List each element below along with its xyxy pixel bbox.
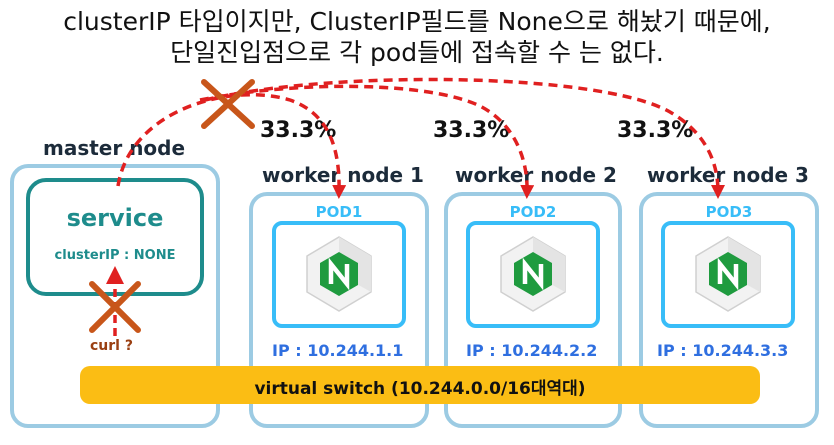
curl-label: curl ? [90, 338, 133, 354]
nginx-icon-3 [696, 237, 760, 311]
master-node-label: master node [43, 136, 186, 160]
virtual-switch: virtual switch (10.244.0.0/16대역대) [80, 366, 760, 404]
title-line-2: 단일진입점으로 각 pod들에 접속할 수 는 없다. [170, 38, 664, 67]
nginx-icon-2 [501, 237, 565, 311]
worker-node-2-label: worker node 2 [455, 163, 617, 187]
x-mark-icon-bottom [89, 281, 141, 333]
title-line-1: clusterIP 타입이지만, ClusterIP필드를 None으로 해놨기… [63, 7, 771, 36]
arrow-to-pod-1 [116, 92, 347, 199]
pod-2-label: POD2 [509, 203, 557, 221]
pod-2-ip: IP : 10.244.2.2 [466, 341, 598, 360]
share-3: 33.3% [617, 118, 694, 143]
arrow-to-pod-2 [199, 84, 535, 199]
pod-1-label: POD1 [315, 203, 363, 221]
arrow-to-pod-3 [204, 77, 725, 199]
virtual-switch-label: virtual switch (10.244.0.0/16대역대) [254, 379, 586, 399]
worker-node-1-label: worker node 1 [262, 163, 424, 187]
service-cluster-ip: clusterIP : NONE [54, 248, 176, 263]
service-box: service clusterIP : NONE [26, 178, 204, 296]
curl-arrowhead [106, 266, 124, 284]
nginx-icon-1 [307, 237, 371, 311]
share-2: 33.3% [433, 118, 510, 143]
pod-1-ip: IP : 10.244.1.1 [272, 341, 404, 360]
pod-3-label: POD3 [705, 203, 753, 221]
worker-node-3-label: worker node 3 [647, 163, 809, 187]
share-1: 33.3% [260, 118, 337, 143]
pod-3-ip: IP : 10.244.3.3 [657, 341, 789, 360]
service-title: service [66, 204, 164, 232]
x-mark-icon-top [201, 79, 255, 129]
